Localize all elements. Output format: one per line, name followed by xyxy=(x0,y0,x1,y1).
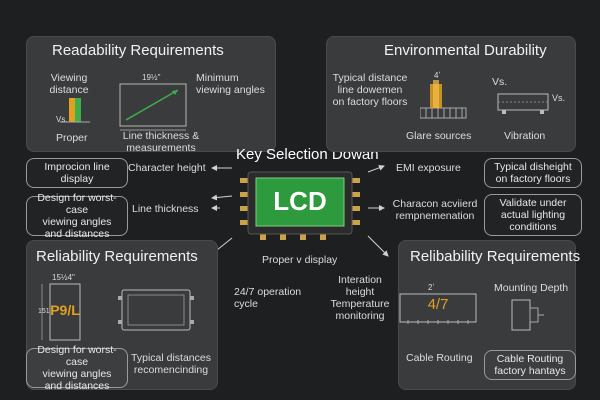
mounting-depth-label: Mounting Depth xyxy=(494,282,569,294)
viewing-distance-icon xyxy=(60,98,90,123)
improcion-box: Improcion line display xyxy=(26,158,128,188)
portrait-display-sketch xyxy=(41,283,81,341)
validate-lighting-box: Validate under actual lighting condition… xyxy=(484,194,582,236)
vs-label: Vs. xyxy=(56,115,68,124)
lcd-chip xyxy=(240,171,360,240)
vibration-label: Vibration xyxy=(504,130,546,142)
reliability-title-left: Reliability Requirements xyxy=(36,248,198,265)
reliability-panel-right xyxy=(398,240,576,390)
glare-sources-label: Glare sources xyxy=(406,130,472,142)
vibration-diagram xyxy=(497,93,549,114)
readability-panel xyxy=(26,36,276,152)
typical-disheight-box: Typical disheight on factory floors xyxy=(484,158,582,188)
proper-label: Proper xyxy=(56,132,88,144)
design-worst-case-box-bottom: Design for worst-case viewing angles and… xyxy=(26,344,128,392)
arrow-bottom-right xyxy=(367,235,389,257)
character-height-label: Character height xyxy=(128,162,206,174)
vs-label-1: Vs. xyxy=(492,76,508,88)
reliability-title-right: Relibability Requirements xyxy=(410,248,581,265)
dimension-label-br: 2ʼ xyxy=(428,283,435,292)
line-thickness-label: Line thickness xyxy=(132,203,199,215)
dimension-label-tr: 4ʼ xyxy=(434,71,441,80)
viewing-distance-label: Viewing distance xyxy=(49,72,89,96)
mounting-depth-sketch xyxy=(511,299,544,331)
cable-routing-label: Cable Routing xyxy=(406,352,473,364)
arrow-emi xyxy=(367,164,385,173)
proper-display-caption: Proper v display xyxy=(262,254,338,266)
characon-label: Characon acviierd rempnemenation xyxy=(392,198,478,222)
environmental-title: Environmental Durability xyxy=(384,42,547,59)
side-label-bl: 151 xyxy=(38,308,50,315)
viewing-angle-diagram xyxy=(119,83,187,131)
dimension-label-tl: 19½" xyxy=(142,73,161,82)
design-worst-case-box-top: Design for worst-case viewing angles and… xyxy=(26,192,128,240)
portrait-screen-text: P9/L xyxy=(50,302,80,318)
line-thickness-measurements-label: Line thickness & measurements xyxy=(122,130,200,154)
monitoring-display-sketch xyxy=(399,293,477,324)
typical-distances-label: Typical distances recomencinding xyxy=(131,352,211,376)
glare-diagram xyxy=(420,80,467,119)
dimension-label-bl: 15½4" xyxy=(52,273,75,282)
typical-distance-label: Typical distance line dowemen on factory… xyxy=(332,72,408,108)
interaction-temperature-label: Interation height Temperature monitoring xyxy=(330,274,390,322)
vs-label-2: Vs. xyxy=(552,93,566,103)
operation-cycle-label: 24/7 operation cycle xyxy=(234,286,302,310)
panel-display-sketch xyxy=(118,289,194,331)
lcd-chip-label: LCD xyxy=(273,186,327,216)
readability-title: Readability Requirements xyxy=(52,42,224,59)
min-viewing-angles-label: Minimum viewing angles xyxy=(196,72,265,96)
arrow-mid-left xyxy=(211,194,233,201)
emi-exposure-label: EMI exposure xyxy=(396,162,461,174)
monitoring-screen-text: 4/7 xyxy=(427,296,449,313)
cable-routing-box: Cable Routing factory hantays xyxy=(484,350,576,380)
